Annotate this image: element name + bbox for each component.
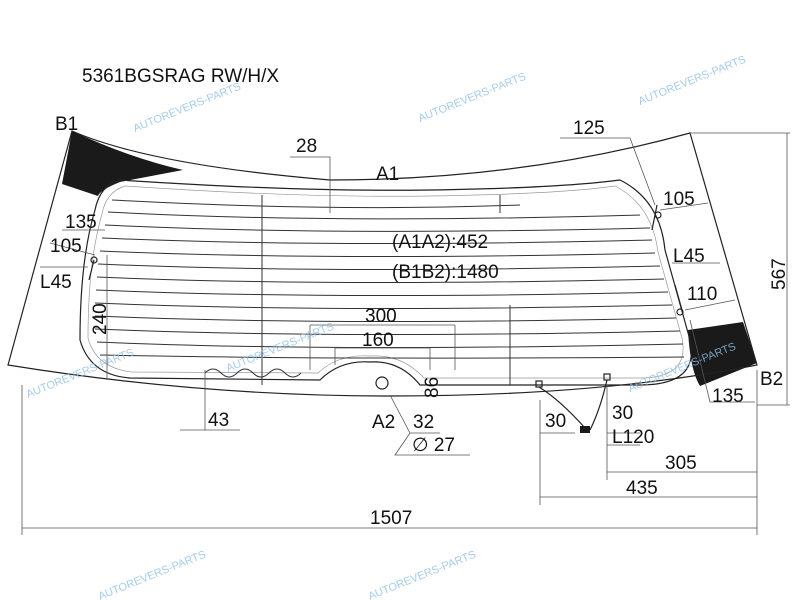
dim-135-left: 135 <box>65 212 97 233</box>
dim-105-right: 105 <box>663 189 695 210</box>
dim-125: 125 <box>573 118 605 139</box>
glass-outline <box>7 130 758 397</box>
dim-l45-left: L45 <box>40 272 72 293</box>
point-a2: A2 <box>372 412 395 433</box>
watermark-text: AUTOREVERS-PARTS <box>417 71 528 125</box>
dim-135-right: 135 <box>712 386 744 407</box>
watermark-text: AUTOREVERS-PARTS <box>97 549 208 600</box>
mount-point <box>676 308 684 316</box>
mount-brackets <box>88 204 683 311</box>
dim-43: 43 <box>208 410 229 431</box>
measure-a1a2: (A1A2):452 <box>392 232 488 253</box>
dim-diameter-27: ∅ 27 <box>412 435 455 456</box>
heating-frame-inner <box>87 185 684 379</box>
connector-left <box>535 380 543 388</box>
dim-l120: L120 <box>612 427 654 448</box>
dim-305: 305 <box>665 453 697 474</box>
point-b2: B2 <box>760 369 783 390</box>
mount-point <box>654 211 662 219</box>
dim-30-left: 30 <box>545 411 566 432</box>
measure-b1b2: (B1B2):1480 <box>392 262 499 283</box>
dim-l45-right: L45 <box>673 246 705 267</box>
mount-point <box>90 256 98 264</box>
watermark-text: AUTOREVERS-PARTS <box>367 549 478 600</box>
connector-right <box>603 373 611 381</box>
part-number: 5361BGSRAG RW/H/X <box>82 66 279 87</box>
heating-frame <box>79 179 692 386</box>
watermark-text: AUTOREVERS-PARTS <box>637 54 748 108</box>
dim-110: 110 <box>687 284 717 305</box>
dim-435: 435 <box>626 478 658 499</box>
connector-plug <box>580 426 590 433</box>
connector-wires <box>538 379 608 431</box>
dim-105-left: 105 <box>50 236 82 257</box>
watermark-text: AUTOREVERS-PARTS <box>25 347 136 401</box>
dim-28: 28 <box>296 136 317 157</box>
dim-1507: 1507 <box>370 508 412 529</box>
dim-86: 86 <box>422 377 443 398</box>
hole-27 <box>375 376 389 390</box>
black-band-bottom-right <box>688 322 757 386</box>
point-a1: A1 <box>376 164 399 185</box>
dimension-lines <box>21 132 790 535</box>
dim-160: 160 <box>362 330 394 351</box>
dim-567: 567 <box>769 258 790 290</box>
dim-32: 32 <box>413 412 434 433</box>
dim-300: 300 <box>365 306 397 327</box>
heating-grid <box>94 195 685 385</box>
dim-30-right: 30 <box>612 403 633 424</box>
black-band-top-left <box>62 131 183 196</box>
watermark-text: AUTOREVERS-PARTS <box>132 81 243 135</box>
point-b1: B1 <box>55 114 78 135</box>
dim-240: 240 <box>90 303 111 335</box>
